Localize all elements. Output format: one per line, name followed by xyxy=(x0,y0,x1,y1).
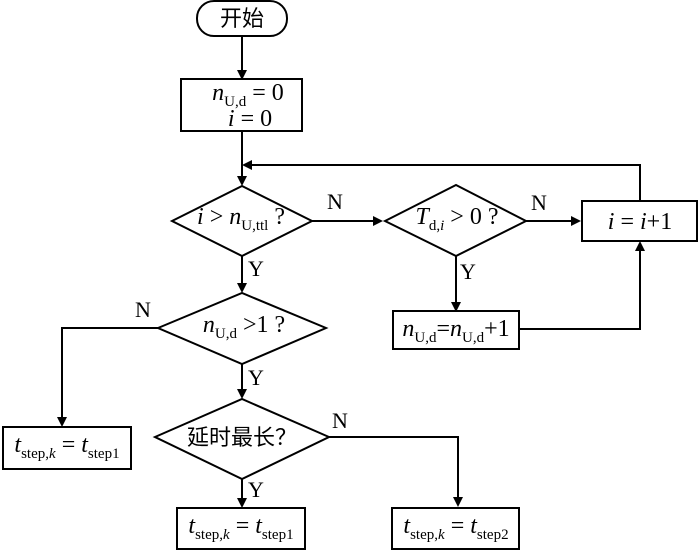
connector-loopback xyxy=(250,164,641,208)
result-left-text: tstep,k = tstep1 xyxy=(14,432,119,462)
start-label: 开始 xyxy=(220,7,264,32)
arrowhead-decision4 xyxy=(237,389,247,399)
connector-decision3-left xyxy=(61,327,158,422)
arrowhead-result-right xyxy=(453,497,463,507)
decision-n-gt-1-text: nU,d >1 ? xyxy=(203,312,285,342)
connector-decision4-right xyxy=(329,436,459,500)
arrowhead-result-left xyxy=(57,417,67,427)
arrowhead-decision3 xyxy=(237,283,247,293)
decision-i-gt-n xyxy=(169,184,315,258)
decision-longest-delay-text: 延时最长？ xyxy=(187,426,297,451)
arrowhead-increment-i xyxy=(571,216,581,226)
arrowhead-loopback xyxy=(242,160,252,170)
label-y-decision2: Y xyxy=(460,259,476,284)
start-terminal xyxy=(196,0,288,37)
label-y-decision3: Y xyxy=(248,365,264,390)
init-box xyxy=(180,78,303,132)
decision-td-gt-0 xyxy=(382,183,529,258)
connector-increment-n-to-i xyxy=(519,249,641,330)
label-n-decision2: N xyxy=(531,190,547,215)
arrowheads xyxy=(57,70,645,508)
result-mid-box xyxy=(176,507,306,550)
init-line2: i = 0 xyxy=(228,106,272,132)
arrowhead-increment-i-bottom xyxy=(635,241,645,251)
arrowhead-init xyxy=(237,70,247,80)
increment-n-text: nU,d=nU,d+1 xyxy=(402,316,509,346)
label-n-decision4: N xyxy=(332,408,348,433)
connectors xyxy=(61,36,641,501)
label-y-decision1: Y xyxy=(248,256,264,281)
result-mid-text: tstep,k = tstep1 xyxy=(188,513,293,543)
decision-n-gt-1 xyxy=(155,291,329,366)
label-y-decision4: Y xyxy=(248,477,264,502)
result-right-text: tstep,k = tstep2 xyxy=(403,513,508,543)
label-n-decision1: N xyxy=(327,189,343,214)
arrowhead-result-mid xyxy=(237,498,247,508)
increment-i-text: i = i+1 xyxy=(608,209,672,235)
label-n-decision3: N xyxy=(135,297,151,322)
result-right-box xyxy=(391,507,520,550)
decision-longest-delay xyxy=(152,397,332,481)
arrowhead-decision2 xyxy=(373,216,383,226)
branch-labels: N N Y Y N Y N Y xyxy=(135,189,547,502)
arrowhead-decision1 xyxy=(237,176,247,186)
increment-i-box xyxy=(581,200,698,242)
increment-n-box xyxy=(392,310,520,350)
result-left-box xyxy=(2,426,132,470)
decision-td-gt-0-text: Td,i > 0 ? xyxy=(416,204,499,234)
decision-i-gt-n-text: i > nU,ttl ? xyxy=(197,204,285,234)
arrowhead-increment-n xyxy=(451,302,461,312)
init-line1: nU,d = 0 xyxy=(212,80,284,110)
